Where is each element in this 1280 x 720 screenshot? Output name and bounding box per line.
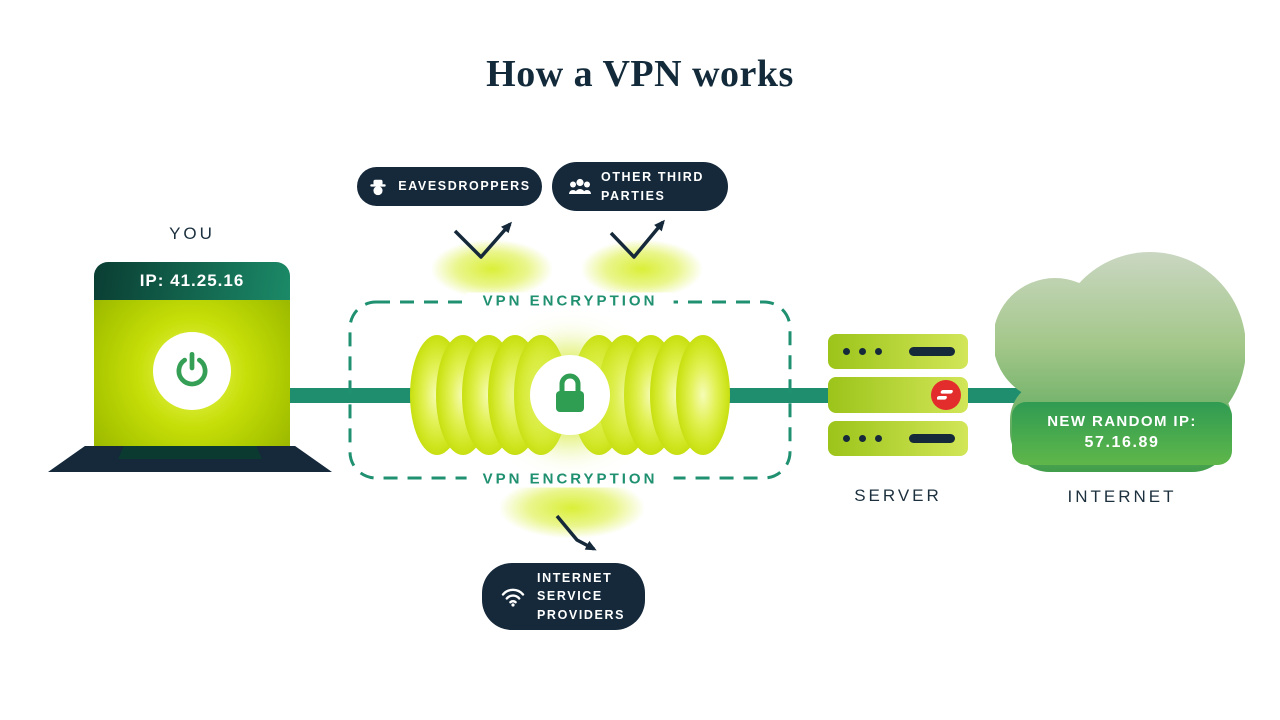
server-leds <box>843 348 882 355</box>
led-dot <box>875 435 882 442</box>
power-button <box>153 332 231 410</box>
third-parties-badge: OTHER THIRD PARTIES <box>552 162 728 211</box>
isp-line3: PROVIDERS <box>537 607 626 622</box>
server-label: SERVER <box>854 486 942 505</box>
padlock-circle <box>530 355 610 435</box>
spy-icon <box>368 177 388 197</box>
isp-badge: INTERNET SERVICE PROVIDERS <box>482 563 645 630</box>
laptop-keyboard-slot <box>118 446 262 459</box>
third-parties-line1: OTHER THIRD <box>601 170 705 185</box>
server-leds <box>843 435 882 442</box>
group-icon <box>568 176 592 198</box>
led-dot <box>875 348 882 355</box>
your-ip-badge: IP: 41.25.16 <box>94 262 290 300</box>
server-drive-slot <box>909 434 955 443</box>
server-unit-top <box>828 334 968 369</box>
wifi-icon <box>500 586 526 608</box>
you-label: YOU <box>169 224 215 243</box>
expressvpn-logo <box>931 380 961 410</box>
led-dot <box>843 348 850 355</box>
new-ip-value: 57.16.89 <box>1084 434 1160 451</box>
deflection-glow-left <box>432 240 552 298</box>
led-dot <box>859 348 866 355</box>
server-drive-slot <box>909 347 955 356</box>
server-unit-bottom <box>828 421 968 456</box>
led-dot <box>859 435 866 442</box>
eavesdroppers-label: EAVESDROPPERS <box>398 179 531 194</box>
vpn-encryption-zone: VPN ENCRYPTION VPN ENCRYPTION <box>348 292 792 488</box>
internet-label: INTERNET <box>1067 487 1177 506</box>
isp-line1: INTERNET <box>537 571 613 586</box>
vpn-encryption-label-bottom: VPN ENCRYPTION <box>466 470 674 488</box>
led-dot <box>843 435 850 442</box>
eavesdroppers-badge: EAVESDROPPERS <box>357 167 542 206</box>
third-parties-label: OTHER THIRD PARTIES <box>601 168 704 204</box>
deflection-glow-right <box>582 240 702 298</box>
server-unit-middle <box>828 377 968 413</box>
page-title: How a VPN works <box>486 53 794 95</box>
power-icon <box>171 348 213 395</box>
lock-icon <box>551 371 589 420</box>
vpn-encryption-label-top: VPN ENCRYPTION <box>466 292 674 310</box>
isp-label: INTERNET SERVICE PROVIDERS <box>537 569 625 623</box>
third-parties-line2: PARTIES <box>601 188 666 203</box>
new-ip-label: NEW RANDOM IP: <box>1047 413 1197 430</box>
isp-line2: SERVICE <box>537 589 603 604</box>
new-ip-badge: NEW RANDOM IP: 57.16.89 <box>1012 402 1232 465</box>
